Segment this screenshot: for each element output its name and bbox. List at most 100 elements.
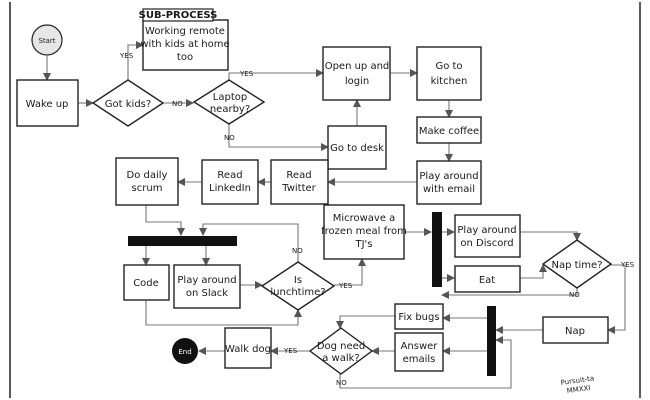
microwave-line-2: frozen meal from xyxy=(321,226,407,237)
answer-emails-box: Answer emails xyxy=(394,332,444,372)
go-desk-box: Go to desk xyxy=(327,125,387,170)
eat-label: Eat xyxy=(479,275,495,286)
code-label: Code xyxy=(133,278,159,289)
nap-time-decision: Nap time? xyxy=(541,239,613,289)
eat-box: Eat xyxy=(454,265,521,293)
got-kids-decision: Got kids? xyxy=(91,79,165,127)
go-kitchen-box: Go to kitchen xyxy=(416,46,482,101)
wake-up-label: Wake up xyxy=(26,99,69,110)
edge-laptop-desk xyxy=(228,124,329,151)
answer-emails-line-1: Answer xyxy=(401,341,439,352)
label-no-nap: NO xyxy=(569,291,580,299)
edge-eat-nap xyxy=(520,264,547,279)
play-email-line-1: Play around xyxy=(419,171,478,182)
fix-bugs-label: Fix bugs xyxy=(398,312,439,323)
daily-scrum-box: Do daily scrum xyxy=(115,157,179,206)
subprocess-line-3: too xyxy=(177,52,193,63)
microwave-line-1: Microwave a xyxy=(333,213,396,224)
edge-scrum-bar xyxy=(145,205,185,236)
wake-up-box: Wake up xyxy=(16,79,79,127)
edge-code-lunch xyxy=(145,300,302,326)
walk-dog-label: Walk dog xyxy=(225,344,271,355)
read-twitter-line-1: Read xyxy=(286,170,311,181)
start-node: Start xyxy=(31,24,63,56)
read-twitter-line-2: Twitter xyxy=(281,183,316,194)
signature-line-2: MMXXI xyxy=(566,384,591,395)
fork-bar-scrum xyxy=(128,236,237,246)
daily-scrum-line-2: scrum xyxy=(132,183,163,194)
play-discord-line-2: on Discord xyxy=(460,238,513,249)
edge-labels: YES NO YES NO NO YES YES NO YES NO xyxy=(119,52,635,387)
fix-bugs-box: Fix bugs xyxy=(394,303,444,330)
lunchtime-line-2: lunchtime? xyxy=(270,287,325,298)
laptop-line-2: nearby? xyxy=(210,104,250,115)
label-no-lunch: NO xyxy=(292,247,303,255)
subprocess-box: SUB-PROCESS Working remote with kids at … xyxy=(139,8,230,71)
subprocess-title: SUB-PROCESS xyxy=(139,10,218,21)
label-yes-kids: YES xyxy=(119,52,134,60)
subprocess-line-1: Working remote xyxy=(145,26,225,37)
edge-dog-no xyxy=(339,336,512,389)
laptop-line-1: Laptop xyxy=(213,92,247,103)
read-linkedin-line-2: LinkedIn xyxy=(209,183,251,194)
open-login-line-1: Open up and xyxy=(325,61,390,72)
make-coffee-label: Make coffee xyxy=(419,126,479,137)
laptop-nearby-decision: Laptop nearby? xyxy=(192,79,266,125)
end-label: End xyxy=(178,348,191,356)
nap-label: Nap xyxy=(565,326,585,337)
dog-walk-decision: Dog need a walk? xyxy=(308,327,374,375)
play-slack-line-1: Play around xyxy=(177,275,236,286)
microwave-box: Microwave a frozen meal from TJ's xyxy=(321,204,407,260)
walk-dog-box: Walk dog xyxy=(224,327,272,369)
label-yes-laptop: YES xyxy=(239,70,254,78)
subprocess-line-2: with kids at home xyxy=(140,39,229,50)
label-no-laptop: NO xyxy=(224,134,235,142)
read-linkedin-box: Read LinkedIn xyxy=(201,159,259,205)
label-yes-dog: YES xyxy=(283,347,298,355)
label-no-kids: NO xyxy=(172,100,183,108)
fork-bar-nap xyxy=(487,306,496,376)
fork-bar-lunch xyxy=(432,212,442,287)
play-email-line-2: with email xyxy=(423,184,475,195)
dog-walk-line-1: Dog need xyxy=(317,341,365,352)
read-linkedin-line-1: Read xyxy=(217,170,242,181)
edge-laptop-login xyxy=(228,69,324,80)
end-node: End xyxy=(172,338,198,364)
dog-walk-line-2: a walk? xyxy=(322,353,360,364)
go-kitchen-line-2: kitchen xyxy=(431,76,468,87)
open-login-line-2: login xyxy=(345,76,369,87)
play-discord-box: Play around on Discord xyxy=(454,214,521,258)
make-coffee-box: Make coffee xyxy=(416,116,482,144)
lunchtime-line-1: Is xyxy=(294,275,302,286)
nap-box: Nap xyxy=(542,316,609,344)
edge-lunch-no xyxy=(199,223,299,262)
code-box: Code xyxy=(123,264,170,301)
play-discord-line-1: Play around xyxy=(457,225,516,236)
answer-emails-line-2: emails xyxy=(403,354,436,365)
edge-discord-nap xyxy=(520,231,581,241)
artist-signature: Pursuit-ta MMXXI xyxy=(560,374,595,395)
edge-kids-subprocess xyxy=(127,41,144,80)
go-desk-label: Go to desk xyxy=(330,143,384,154)
edge-lunch-microwave xyxy=(334,258,366,286)
connectors xyxy=(43,41,626,389)
edge-nap-yes xyxy=(607,264,626,334)
daily-scrum-line-1: Do daily xyxy=(127,170,168,181)
play-email-box: Play around with email xyxy=(416,160,482,205)
edge-nap-no xyxy=(441,288,578,299)
microwave-line-3: TJ's xyxy=(354,239,372,250)
read-twitter-box: Read Twitter xyxy=(270,159,329,205)
label-yes-lunch: YES xyxy=(338,282,353,290)
go-kitchen-line-1: Go to xyxy=(435,61,462,72)
got-kids-label: Got kids? xyxy=(105,99,151,110)
page-frame xyxy=(9,2,641,398)
is-lunchtime-decision: Is lunchtime? xyxy=(260,261,336,311)
edge-fixbugs-dog xyxy=(336,315,395,329)
nap-time-label: Nap time? xyxy=(551,260,602,271)
play-slack-line-2: on Slack xyxy=(186,288,228,299)
open-login-box: Open up and login xyxy=(322,46,391,101)
start-label: Start xyxy=(38,37,55,45)
play-slack-box: Play around on Slack xyxy=(173,264,241,309)
label-yes-nap: YES xyxy=(620,261,635,269)
